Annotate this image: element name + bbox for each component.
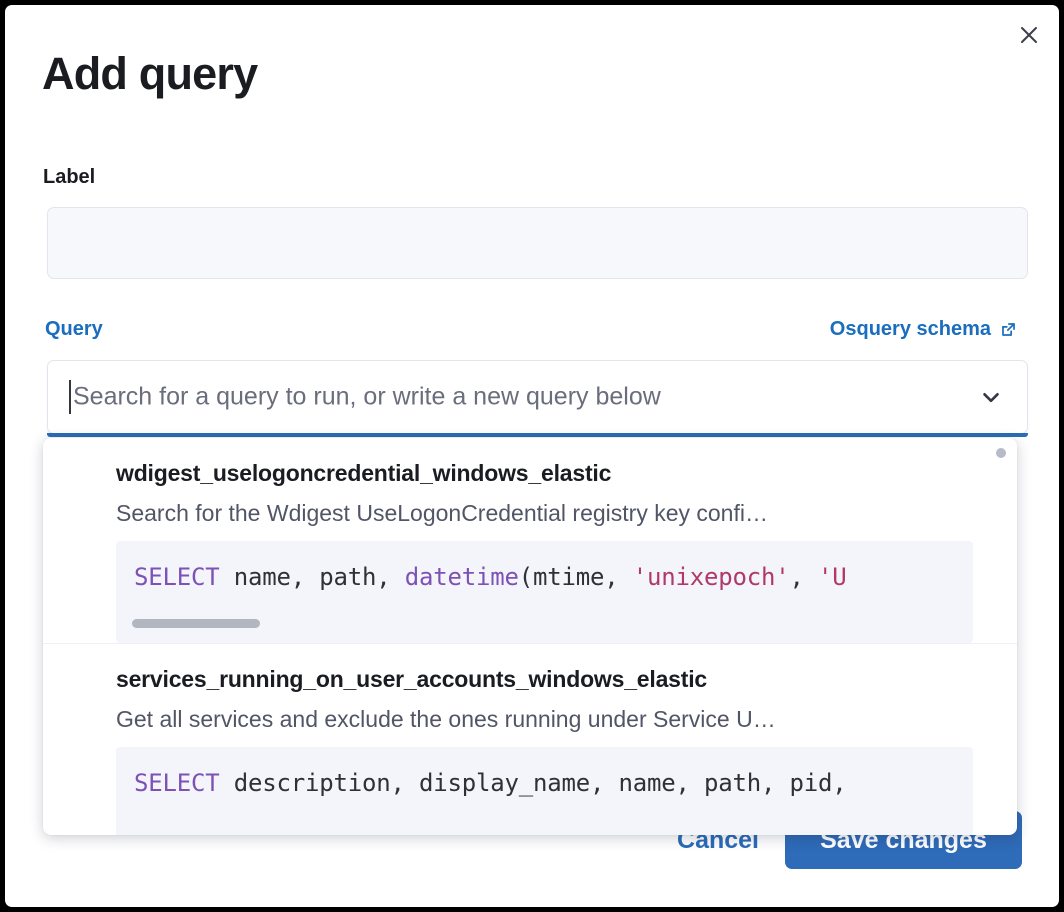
suggestion-item[interactable]: services_running_on_user_accounts_window… — [43, 643, 1017, 835]
osquery-schema-link-label: Osquery schema — [829, 318, 991, 340]
suggestion-item[interactable]: wdigest_uselogoncredential_windows_elast… — [43, 438, 1017, 643]
focus-underline — [47, 433, 1028, 437]
suggestion-list: wdigest_uselogoncredential_windows_elast… — [43, 438, 1017, 835]
suggestion-code-line: SELECT description, display_name, name, … — [134, 769, 847, 797]
osquery-schema-link[interactable]: Osquery schema — [830, 318, 1018, 341]
suggestion-title: services_running_on_user_accounts_window… — [116, 666, 707, 692]
text-cursor — [69, 380, 71, 414]
suggestion-code-line: SELECT name, path, datetime(mtime, 'unix… — [134, 563, 847, 591]
suggestion-description: Search for the Wdigest UseLogonCredentia… — [116, 500, 768, 526]
modal-dialog: Add query Label Query Osquery schema Sea… — [5, 5, 1059, 907]
query-suggestions-dropdown[interactable]: wdigest_uselogoncredential_windows_elast… — [43, 438, 1017, 835]
query-field-label: Query — [45, 318, 103, 340]
external-link-icon — [999, 320, 1018, 339]
close-icon[interactable] — [1012, 18, 1046, 52]
chevron-down-icon[interactable] — [976, 382, 1006, 412]
query-combobox[interactable]: Search for a query to run, or write a ne… — [47, 360, 1028, 437]
suggestion-code-block: SELECT description, display_name, name, … — [116, 747, 973, 835]
code-horizontal-scrollbar[interactable] — [132, 619, 260, 628]
query-combobox-box[interactable] — [47, 360, 1028, 434]
scroll-dot-icon[interactable] — [996, 448, 1006, 458]
suggestion-title: wdigest_uselogoncredential_windows_elast… — [116, 460, 612, 486]
suggestion-code-block: SELECT name, path, datetime(mtime, 'unix… — [116, 541, 973, 643]
label-input[interactable] — [47, 207, 1028, 279]
label-field-label: Label — [43, 166, 96, 188]
page-title: Add query — [42, 48, 258, 99]
suggestion-description: Get all services and exclude the ones ru… — [116, 706, 776, 732]
